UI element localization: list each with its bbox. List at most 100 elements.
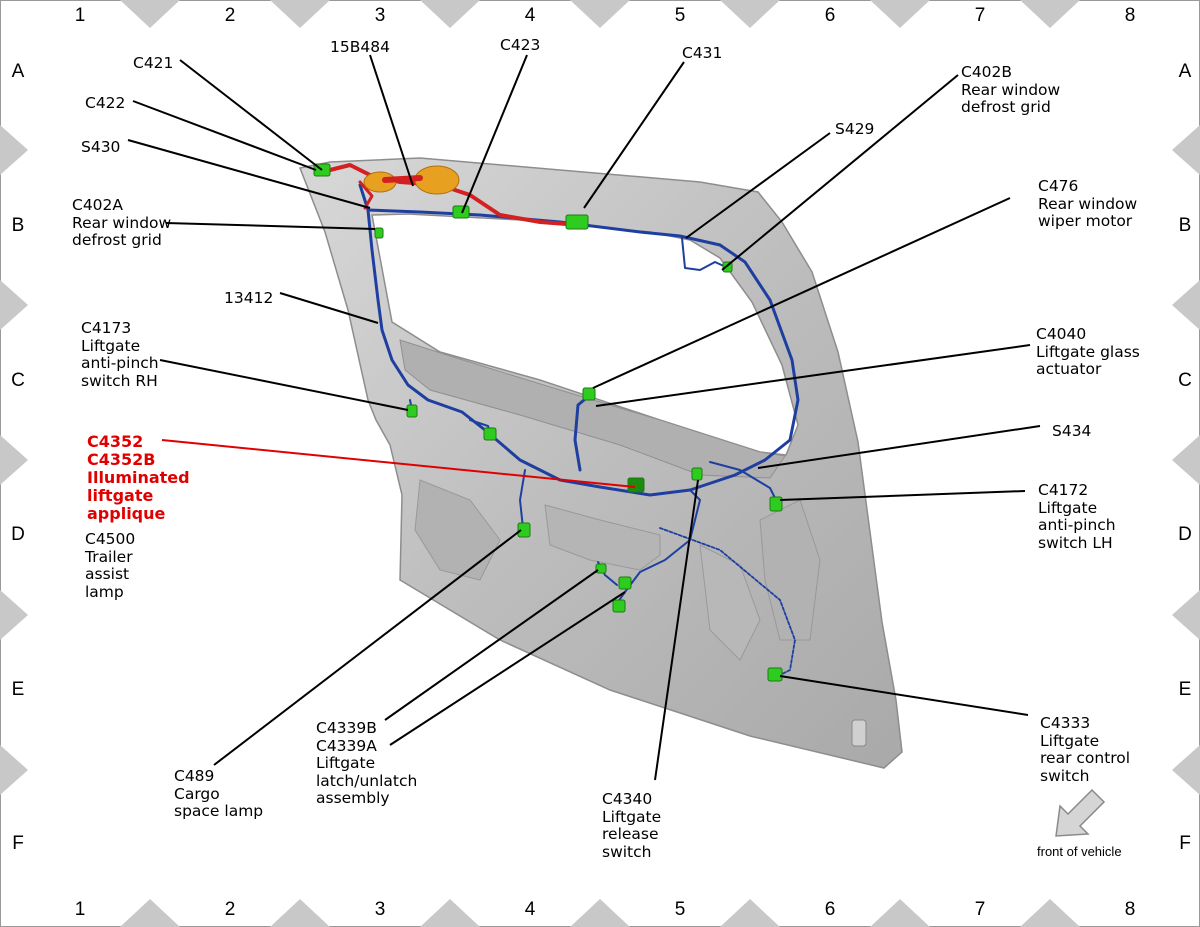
callout-line: assist [85,565,129,583]
callout-line: Rear window [1038,195,1138,213]
callout-c489: C489 Cargo space lamp [174,767,263,820]
callout-line: Illuminated [87,468,190,487]
callout-line: Liftgate [1040,732,1099,750]
callout-line: C431 [682,44,722,62]
connector-c4172 [769,496,783,512]
callout-line: C4340 [602,790,652,808]
callout-line: Liftgate [1038,499,1097,517]
callout-line: Cargo [174,785,220,803]
callout-c4340: C4340 Liftgate release switch [602,790,661,861]
row-label: B [1179,215,1192,236]
col-label: 3 [375,5,386,26]
callout-line: C4352 [87,432,143,451]
callout-line: Liftgate [316,754,375,772]
callout-line: C4339A [316,737,377,755]
connector-c4339a [618,576,632,590]
callout-c476: C476 Rear window wiper motor [1038,177,1138,230]
row-label: C [11,370,25,391]
callout-line: C4333 [1040,714,1090,732]
callout-line: Liftgate [602,808,661,826]
callout-line: release [602,825,659,843]
col-label: 3 [375,899,386,920]
callout-line: S434 [1052,422,1091,440]
row-label: E [12,679,25,700]
callout-line: C402A [72,196,123,214]
row-label: A [1179,61,1192,82]
callout-line: applique [87,504,166,523]
callout-line: Liftgate glass [1036,343,1140,361]
connector-latch [612,599,626,613]
callout-line: S430 [81,138,120,156]
callout-line: wiper motor [1038,212,1133,230]
harness-red [320,163,582,227]
callout-line: C489 [174,767,214,785]
col-label: 2 [225,5,236,26]
callout-15b484: 15B484 [330,38,390,56]
row-label: F [1179,833,1191,854]
callout-line: anti-pinch [81,354,159,372]
front-of-vehicle-label: front of vehicle [1037,844,1122,859]
row-label: F [12,833,24,854]
callout-line: switch LH [1038,534,1113,552]
connector-c402a [374,227,384,239]
callout-c4173: C4173 Liftgate anti-pinch switch RH [81,319,159,390]
col-label: 8 [1125,5,1136,26]
callout-s429: S429 [835,120,874,138]
connector-c4352 [627,477,645,493]
callout-line: rear control [1040,749,1130,767]
callout-line: Rear window [72,214,172,232]
grid-column-labels-top: 1 2 3 4 5 6 7 8 [75,5,1136,26]
connector-c4173 [406,404,418,418]
callout-line: switch RH [81,372,158,390]
callout-line: 15B484 [330,38,390,56]
callout-line: Rear window [961,81,1061,99]
connector-s434 [691,467,703,481]
callout-line: defrost grid [961,98,1051,116]
row-label: C [1178,370,1192,391]
col-label: 7 [975,899,986,920]
callout-c402b: C402B Rear window defrost grid [961,63,1061,116]
connector-c4333 [767,667,783,682]
callout-c422: C422 [85,94,125,112]
grid-row-labels-right: A B C D E F [1178,61,1192,854]
callout-line: C4339B [316,719,377,737]
callout-c4040: C4040 Liftgate glass actuator [1036,325,1140,378]
callout-s434: S434 [1052,422,1091,440]
grid-column-labels-bottom: 1 2 3 4 5 6 7 8 [75,899,1136,920]
callout-line: space lamp [174,802,263,820]
callout-line: latch/unlatch [316,772,417,790]
col-label: 5 [675,899,686,920]
row-label: A [12,61,25,82]
callout-line: switch [1040,767,1089,785]
callout-c423: C423 [500,36,540,54]
connector-c423 [452,205,470,219]
callout-line: C423 [500,36,540,54]
connector-misc [483,427,497,441]
callout-c402a: C402A Rear window defrost grid [72,196,172,249]
connectors [313,163,783,682]
col-label: 1 [75,5,86,26]
callout-c4352: C4352 C4352B Illuminated liftgate appliq… [87,432,190,523]
callout-line: liftgate [87,486,153,505]
callout-c4339: C4339B C4339A Liftgate latch/unlatch ass… [316,719,417,807]
col-label: 6 [825,5,836,26]
callout-13412: 13412 [224,289,273,307]
callout-c431: C431 [682,44,722,62]
callout-line: C4500 [85,530,135,548]
callout-line: C422 [85,94,125,112]
callout-line: Trailer [84,548,133,566]
col-label: 5 [675,5,686,26]
callout-line: actuator [1036,360,1102,378]
col-label: 8 [1125,899,1136,920]
col-label: 7 [975,5,986,26]
callout-line: anti-pinch [1038,516,1116,534]
callout-line: C402B [961,63,1012,81]
callout-c4172: C4172 Liftgate anti-pinch switch LH [1038,481,1116,552]
callout-s430: S430 [81,138,120,156]
col-label: 2 [225,899,236,920]
callout-line: C476 [1038,177,1078,195]
callout-c4500: C4500 Trailer assist lamp [84,530,135,601]
callout-line: C4352B [87,450,155,469]
